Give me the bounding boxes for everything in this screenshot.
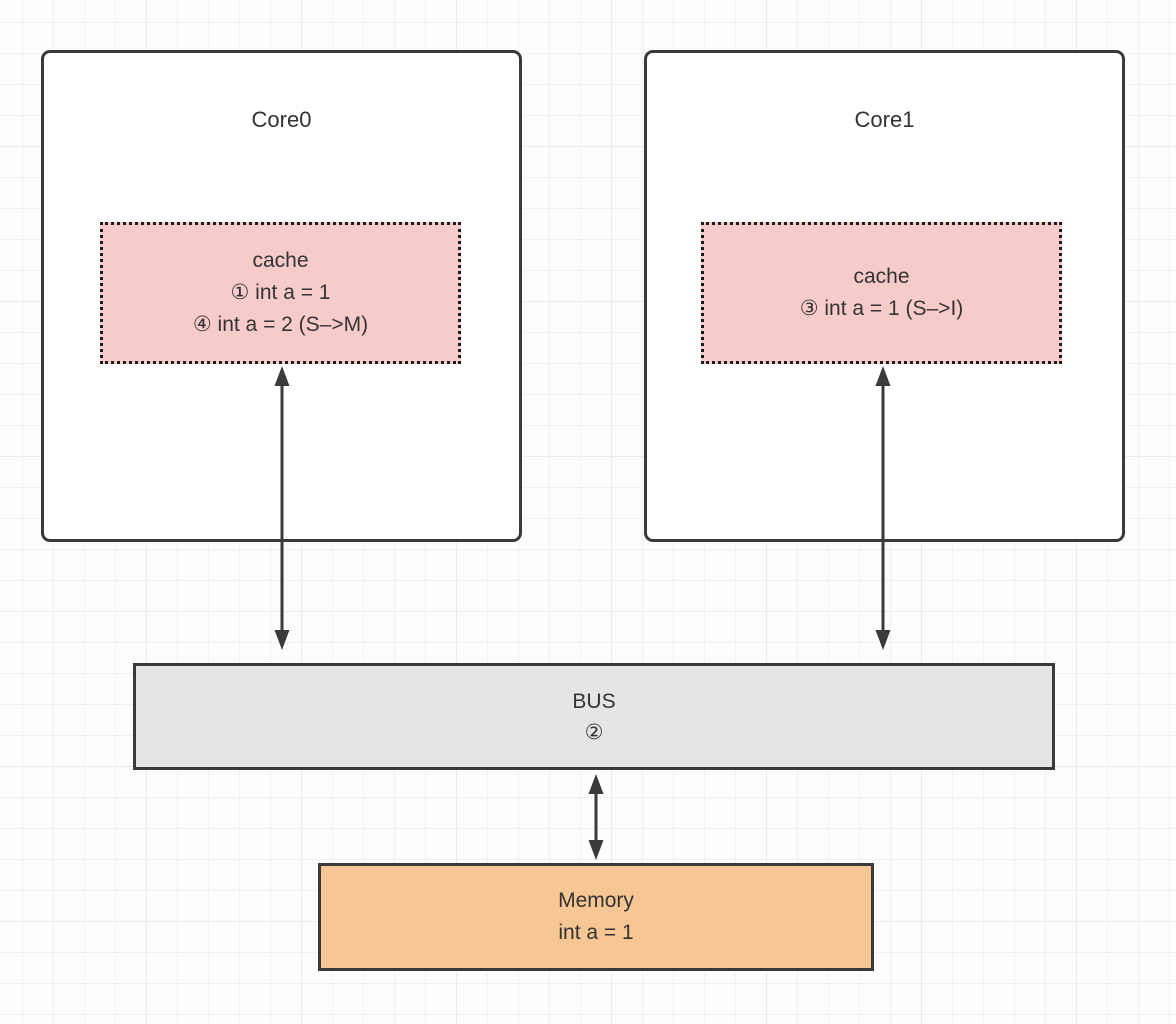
memory-label: Memory: [558, 889, 634, 912]
core0-cache-label: cache: [252, 249, 309, 272]
arrow-bus-memory: [588, 774, 604, 860]
core0-title: Core0: [251, 107, 312, 132]
memory-box: Memory int a = 1: [318, 863, 874, 971]
core1-title: Core1: [854, 107, 915, 132]
core0-cache-step1: ① int a = 1: [230, 281, 331, 304]
core0-cache-box: cache ① int a = 1 ④ int a = 2 (S–>M): [100, 222, 461, 364]
memory-value: int a = 1: [558, 921, 634, 944]
bus-box: BUS ②: [133, 663, 1055, 770]
core1-cache-label: cache: [853, 265, 910, 288]
core1-cache-step3: ③ int a = 1 (S–>I): [799, 297, 964, 320]
bus-label: BUS: [572, 689, 616, 713]
bus-step2: ②: [584, 720, 604, 744]
core0-cache-step4: ④ int a = 2 (S–>M): [192, 313, 369, 336]
core1-cache-box: cache ③ int a = 1 (S–>I): [701, 222, 1062, 364]
